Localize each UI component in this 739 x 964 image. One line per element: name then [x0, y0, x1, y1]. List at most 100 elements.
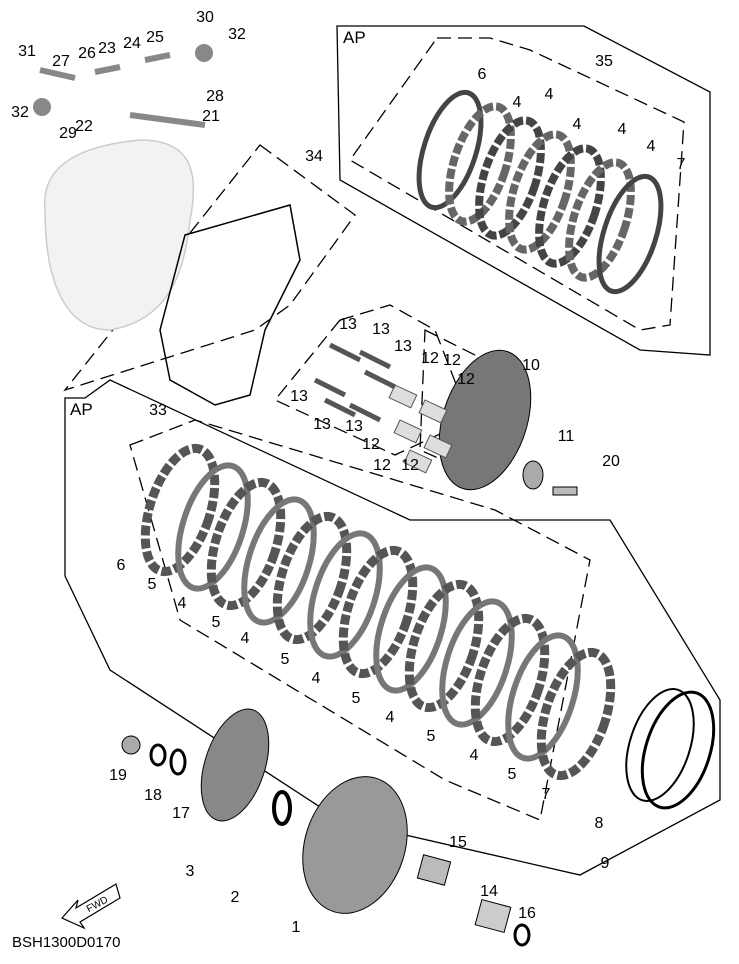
part-callout-14: 14	[480, 883, 498, 900]
part-callout-21: 21	[202, 108, 220, 125]
part-callout-4: 4	[572, 116, 582, 133]
part-callout-4: 4	[311, 670, 321, 687]
part-callout-10: 10	[522, 357, 540, 374]
cap	[33, 98, 51, 116]
clutch-bolt	[348, 402, 382, 423]
part-callout-32: 32	[228, 26, 246, 43]
plate-ring-lower	[404, 579, 484, 713]
part-callout-7: 7	[541, 786, 551, 803]
clutch-bolt	[328, 342, 362, 363]
part-callout-4: 4	[240, 630, 250, 647]
push-lever-part	[39, 67, 76, 81]
part-callout-12: 12	[362, 436, 380, 453]
plate-ring-lower	[439, 598, 515, 728]
thrust-washer	[272, 790, 292, 826]
needle-bearing	[416, 854, 452, 886]
part-callout-25: 25	[146, 29, 164, 46]
forward-arrow-icon	[61, 883, 121, 930]
clutch-cover-gasket	[159, 204, 301, 406]
part-callout-7: 7	[676, 156, 686, 173]
lock-washer	[149, 743, 167, 767]
clutch-bolt	[313, 377, 347, 398]
part-callout-18: 18	[144, 787, 162, 804]
part-callout-28: 28	[206, 88, 224, 105]
cushion-ring	[625, 688, 695, 802]
plate-ring-lower	[505, 632, 581, 762]
ap-group-mark-lower: AP	[70, 400, 93, 419]
ap-box-upper	[336, 25, 711, 356]
crankcase-ghost	[44, 139, 195, 331]
part-callout-3: 3	[185, 863, 195, 880]
clutch-spring	[423, 434, 453, 459]
part-callout-13: 13	[345, 418, 363, 435]
plate-ring-upper	[416, 89, 484, 211]
diagram-code: BSH1300D0170	[12, 934, 121, 951]
part-callout-5: 5	[147, 576, 157, 593]
pressure-plate	[438, 349, 532, 491]
part-callout-12: 12	[373, 457, 391, 474]
part-callout-5: 5	[351, 690, 361, 707]
clutch-spring	[418, 399, 448, 424]
part-callout-17: 17	[172, 805, 190, 822]
part-callout-9: 9	[600, 855, 610, 872]
cap	[195, 44, 213, 62]
part-callout-27: 27	[52, 53, 70, 70]
part-callout-31: 31	[18, 43, 36, 60]
ap-group-mark-upper: AP	[343, 28, 366, 47]
clutch-bolt	[358, 349, 392, 370]
plate-ring-lower	[536, 647, 616, 781]
plate-ring-upper	[445, 102, 515, 226]
part-callout-12: 12	[443, 352, 461, 369]
plate-stack-outline	[129, 419, 591, 821]
plate-ring-lower	[140, 443, 220, 577]
plate-ring-lower	[175, 462, 251, 592]
plate-ring-lower	[272, 511, 352, 645]
part-callout-6: 6	[116, 557, 126, 574]
part-callout-12: 12	[457, 371, 475, 388]
part-callout-5: 5	[280, 651, 290, 668]
part-callout-12: 12	[421, 350, 439, 367]
plate-ring-lower	[241, 496, 317, 626]
washer-16	[513, 923, 531, 947]
part-callout-19: 19	[109, 767, 127, 784]
clutch-boss	[200, 708, 270, 822]
bearing	[522, 460, 544, 490]
part-callout-4: 4	[617, 121, 627, 138]
wire-circlip	[640, 690, 716, 810]
clutch-housing	[302, 776, 408, 914]
part-callout-35: 35	[595, 53, 613, 70]
washer	[169, 748, 187, 776]
part-callout-24: 24	[123, 35, 141, 52]
plate-ring-lower	[470, 613, 550, 747]
push-lever-part	[129, 112, 206, 128]
clutch-spring	[403, 449, 433, 474]
part-callout-5: 5	[507, 766, 517, 783]
part-callout-6: 6	[477, 66, 487, 83]
push-rod	[552, 486, 578, 496]
plate-ring-upper	[475, 116, 545, 240]
part-callout-15: 15	[449, 834, 467, 851]
part-callout-13: 13	[313, 416, 331, 433]
ap-box-lower	[64, 379, 721, 876]
plate-ring-upper	[565, 158, 635, 282]
kit-outline-35	[349, 37, 685, 331]
part-callout-13: 13	[290, 388, 308, 405]
plate-ring-lower	[206, 477, 286, 611]
part-callout-8: 8	[594, 815, 604, 832]
part-callout-5: 5	[211, 614, 221, 631]
part-callout-1: 1	[291, 919, 301, 936]
part-callout-16: 16	[518, 905, 536, 922]
part-callout-34: 34	[305, 148, 323, 165]
push-lever-part	[94, 64, 121, 75]
part-callout-30: 30	[196, 9, 214, 26]
part-callout-11: 11	[557, 428, 575, 445]
plate-ring-upper	[596, 173, 664, 295]
part-callout-23: 23	[98, 40, 116, 57]
part-callout-5: 5	[426, 728, 436, 745]
part-callout-33: 33	[149, 402, 167, 419]
part-callout-4: 4	[469, 747, 479, 764]
part-callout-12: 12	[401, 457, 419, 474]
part-callout-13: 13	[394, 338, 412, 355]
part-callout-20: 20	[602, 453, 620, 470]
